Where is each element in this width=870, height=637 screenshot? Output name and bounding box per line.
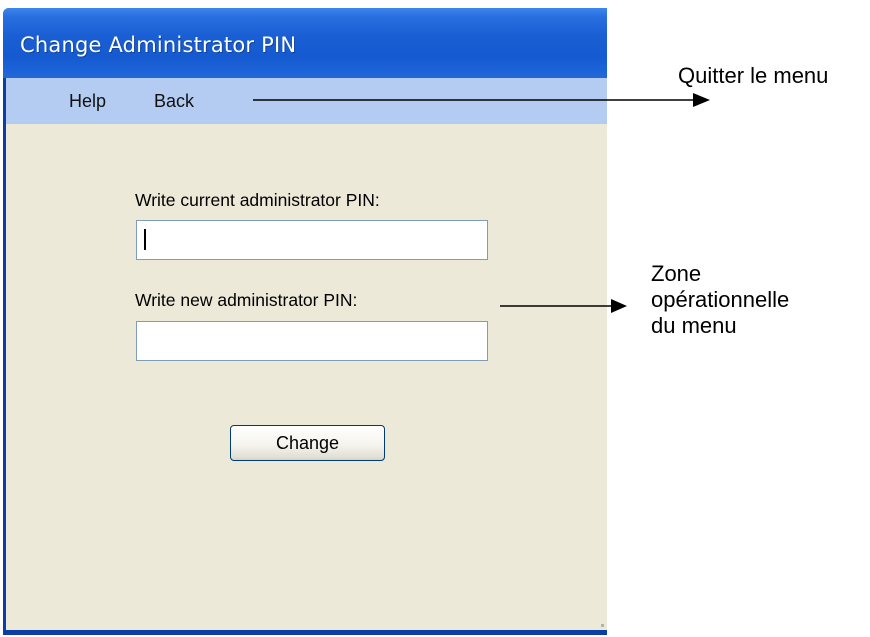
annotation-zone-line-3: du menu: [651, 313, 737, 338]
menu-item-back[interactable]: Back: [154, 91, 195, 111]
menu-bar: Help Back: [6, 78, 607, 124]
text-caret: [144, 229, 146, 250]
current-pin-input[interactable]: [136, 220, 488, 260]
new-pin-label: Write new administrator PIN:: [135, 290, 358, 310]
annotation-quit-menu: Quitter le menu: [678, 63, 829, 88]
annotation-zone-line-1: Zone: [651, 261, 702, 286]
annotation-zone-line-2: opérationnelle: [651, 287, 790, 312]
change-button[interactable]: Change: [230, 425, 385, 461]
resize-grip[interactable]: [601, 624, 604, 627]
new-pin-input[interactable]: [136, 321, 488, 361]
operational-zone: Write current administrator PIN: Write n…: [6, 124, 607, 630]
annotation-operational-zone: Zone opérationnelle du menu: [651, 261, 861, 339]
change-pin-window: Change Administrator PIN Help Back Write…: [3, 8, 607, 635]
window-title: Change Administrator PIN: [20, 33, 297, 57]
title-bar: Change Administrator PIN: [3, 8, 607, 78]
current-pin-label: Write current administrator PIN:: [135, 190, 380, 210]
menu-item-help[interactable]: Help: [69, 91, 107, 111]
